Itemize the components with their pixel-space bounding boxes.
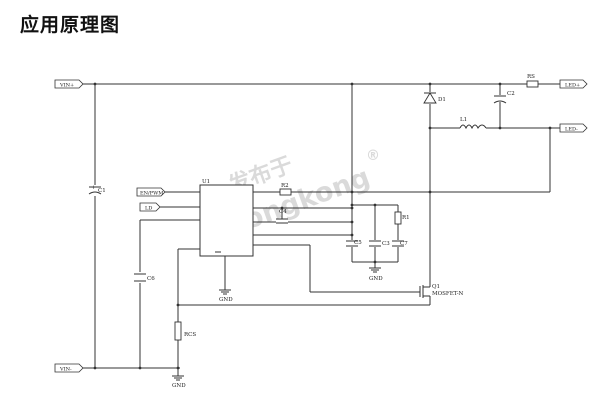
- svg-text:RCS: RCS: [184, 332, 196, 338]
- port-vin-plus: VIN+: [54, 79, 84, 89]
- watermark-mark: ®: [366, 148, 380, 164]
- port-ld: LD: [139, 202, 161, 212]
- port-vin-minus: VIN-: [54, 363, 84, 373]
- svg-text:C6: C6: [147, 276, 155, 282]
- port-led-plus: LED+: [559, 79, 588, 89]
- svg-text:LED-: LED-: [565, 126, 578, 132]
- svg-text:C3: C3: [382, 241, 390, 247]
- port-en-pwm: EN/PWM: [136, 187, 166, 197]
- ground-ic: GND: [219, 289, 233, 303]
- svg-text:C4: C4: [279, 209, 287, 215]
- capacitor-c1: C1 +: [88, 185, 106, 195]
- svg-text:D1: D1: [438, 97, 446, 103]
- svg-text:C1: C1: [98, 188, 106, 194]
- junctions: [93, 82, 552, 370]
- capacitor-c4: C4: [276, 209, 288, 224]
- ic-u1: U1: [199, 179, 254, 257]
- diode-d1: D1: [423, 92, 446, 104]
- resistor-r1: R1: [394, 211, 410, 225]
- svg-text:VIN+: VIN+: [59, 82, 74, 88]
- svg-text:+: +: [91, 185, 96, 191]
- wires: [83, 83, 560, 376]
- svg-text:C7: C7: [400, 241, 408, 247]
- capacitor-c3: C3: [369, 240, 390, 247]
- svg-text:RS: RS: [527, 74, 535, 80]
- mosfet-q1: Q1 MOSFET-N: [419, 284, 464, 298]
- capacitor-c2: C2: [493, 91, 515, 104]
- svg-text:MOSFET-N: MOSFET-N: [432, 291, 464, 297]
- svg-text:R1: R1: [402, 215, 410, 221]
- ground-input: GND: [172, 375, 186, 389]
- svg-text:U1: U1: [202, 179, 210, 185]
- ground-caps: GND: [369, 267, 383, 282]
- svg-text:L1: L1: [460, 117, 467, 123]
- svg-text:GND: GND: [219, 297, 233, 303]
- svg-text:GND: GND: [172, 383, 186, 389]
- capacitor-c5: C5: [346, 240, 362, 247]
- svg-text:R2: R2: [281, 183, 289, 189]
- resistor-rs: RS: [526, 74, 539, 88]
- capacitor-c7: C7: [392, 240, 408, 247]
- svg-text:LD: LD: [145, 205, 152, 211]
- svg-text:C2: C2: [507, 91, 515, 97]
- resistor-r2: R2: [279, 183, 292, 196]
- svg-text:VIN-: VIN-: [59, 366, 72, 372]
- svg-text:C5: C5: [354, 240, 362, 246]
- svg-text:GND: GND: [369, 276, 383, 282]
- page-title: 应用原理图: [20, 14, 121, 36]
- capacitor-c6: C6: [134, 273, 155, 282]
- svg-text:LED+: LED+: [565, 82, 580, 88]
- svg-text:Q1: Q1: [432, 284, 440, 290]
- port-led-minus: LED-: [559, 123, 588, 133]
- svg-text:EN/PWM: EN/PWM: [140, 190, 163, 196]
- resistor-rcs: RCS: [174, 321, 196, 341]
- inductor-l1: L1: [459, 117, 487, 130]
